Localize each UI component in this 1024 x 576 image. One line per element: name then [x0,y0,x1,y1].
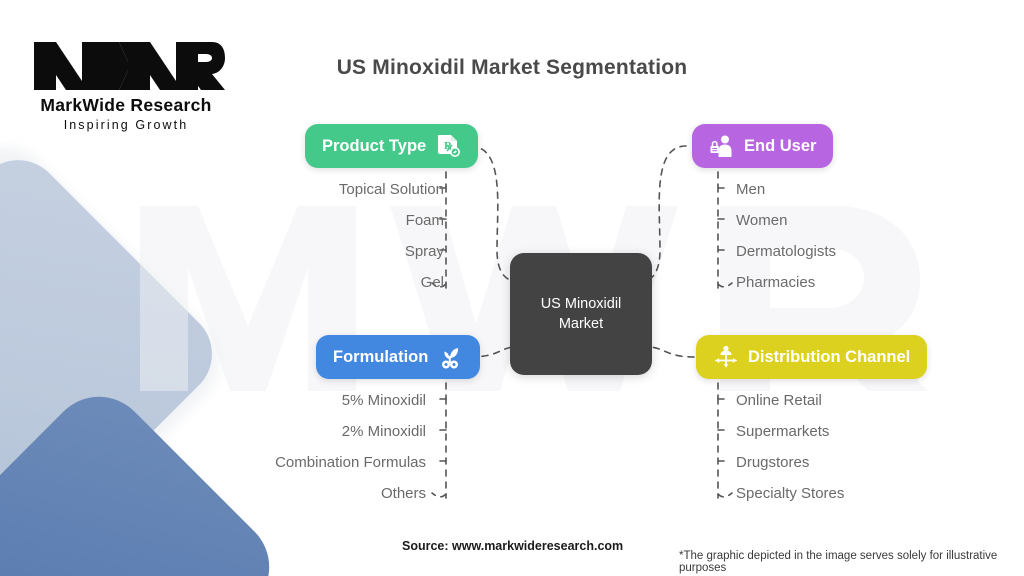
category-pill-distribution-channel[interactable]: Distribution Channel [696,335,928,379]
list-item[interactable]: Online Retail [736,392,822,409]
list-item[interactable]: Others [380,485,426,502]
list-item[interactable]: 5% Minoxidil [341,392,426,409]
list-item[interactable]: Gel [420,274,444,291]
shopper-person-icon [709,133,735,159]
item-list-distribution-channel: Online Retail Supermarkets Drugstores Sp… [736,385,986,509]
category-label-distribution-channel: Distribution Channel [748,347,911,366]
list-item[interactable]: Dermatologists [736,243,837,260]
source-text: Source: www.markwideresearch.com [402,539,624,553]
category-pill-end-user[interactable]: End User [692,124,834,168]
list-item[interactable]: Men [736,181,766,198]
list-item[interactable]: Foam [405,212,444,229]
item-list-formulation: 5% Minoxidil 2% Minoxidil Combination Fo… [138,385,426,509]
list-item[interactable]: Supermarkets [736,423,830,440]
list-item[interactable]: Women [736,212,788,229]
list-item[interactable]: Drugstores [736,454,810,471]
markwide-research-logo: MarkWide Research Inspiring Growth [26,28,226,134]
disclaimer-text: *The graphic depicted in the image serve… [679,550,998,574]
category-label-product-type: Product Type [322,136,427,155]
item-list-end-user: Men Women Dermatologists Pharmacies [736,174,986,298]
svg-text:MarkWide Research: MarkWide Research [40,95,211,115]
svg-text:Inspiring Growth: Inspiring Growth [64,118,189,132]
list-item[interactable]: Specialty Stores [736,485,845,502]
prescription-rx-icon: R [435,133,461,159]
list-item[interactable]: Combination Formulas [275,454,426,471]
category-pill-formulation[interactable]: Formulation [316,335,481,379]
list-item[interactable]: Pharmacies [736,274,816,291]
list-item[interactable]: 2% Minoxidil [341,423,426,440]
center-node[interactable]: US Minoxidil Market [510,253,652,375]
category-label-end-user: End User [744,136,817,155]
distribution-network-icon [713,344,739,370]
list-item[interactable]: Topical Solution [338,181,444,198]
center-node-label-line2: Market [558,316,604,332]
item-list-product-type: Topical Solution Foam Spray Gel [180,174,444,298]
page-title: US Minoxidil Market Segmentation [336,56,688,79]
center-node-label-line1: US Minoxidil [540,296,622,312]
category-pill-product-type[interactable]: Product Type R [305,124,479,168]
seedling-sprout-icon [437,344,463,370]
category-label-formulation: Formulation [333,347,429,366]
list-item[interactable]: Spray [404,243,444,260]
